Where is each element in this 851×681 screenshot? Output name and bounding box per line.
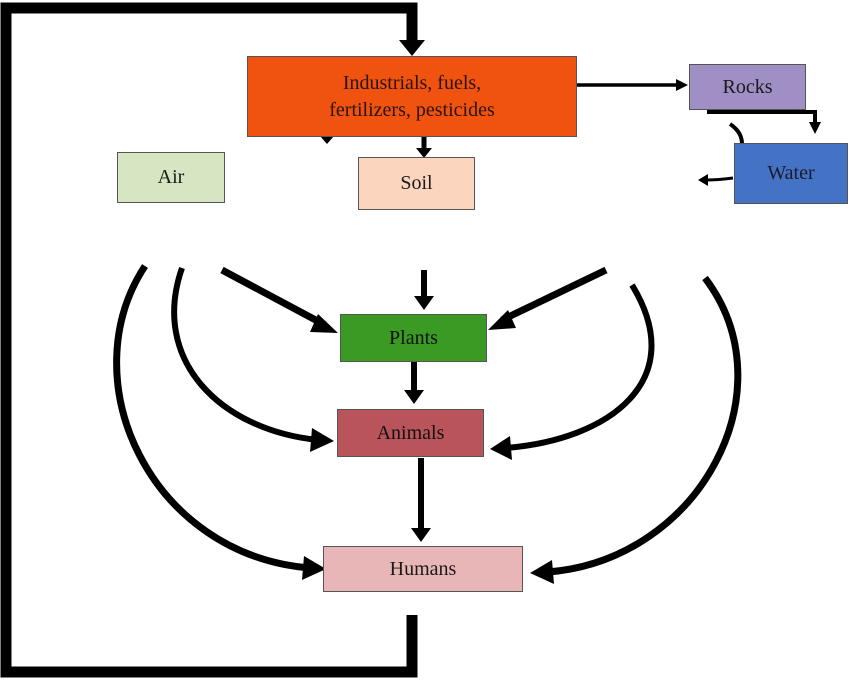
feedback-loop-line [0, 2, 418, 678]
node-plants: Plants [340, 314, 487, 362]
arrowhead-rocks-water [809, 122, 821, 134]
node-animals-label: Animals [376, 421, 445, 444]
tick-mark-industrials [320, 136, 334, 144]
node-air-label: Air [157, 166, 185, 188]
arrow-rocks-water [707, 110, 817, 124]
node-rocks-label: Rocks [722, 75, 773, 98]
arrow-water-curve-top [728, 122, 744, 145]
arrowhead-water-plants [488, 310, 516, 330]
arrowhead-industrials-soil [416, 148, 432, 158]
arrow-water-animals [504, 283, 655, 451]
node-air: Air [117, 152, 225, 203]
node-soil: Soil [358, 157, 475, 210]
arrowhead-water-humans [530, 560, 554, 584]
arrowhead-water-out [698, 174, 708, 186]
node-soil-label: Soil [400, 172, 433, 194]
arrowhead-water-animals [490, 436, 512, 460]
arrowhead-air-humans [302, 556, 326, 580]
node-industrials-label: Industrials, fuels, fertilizers, pestici… [329, 71, 495, 121]
arrow-water-plants [500, 266, 608, 324]
node-water-label: Water [767, 162, 815, 184]
node-industrials: Industrials, fuels, fertilizers, pestici… [247, 56, 577, 137]
arrowhead-air-animals [310, 428, 334, 452]
node-plants-label: Plants [389, 326, 438, 349]
arrowhead-plants-animals [404, 390, 424, 404]
arrow-air-animals [171, 267, 319, 443]
arrow-water-humans [547, 275, 742, 576]
feedback-loop-arrowhead [399, 40, 425, 56]
arrow-water-out [705, 176, 734, 182]
node-humans-label: Humans [389, 557, 457, 580]
arrowhead-animals-humans [411, 528, 431, 542]
node-rocks: Rocks [689, 64, 806, 110]
arrowhead-air-plants [310, 314, 338, 333]
arrowhead-industrials-rocks [676, 79, 688, 91]
arrow-air-plants [220, 266, 327, 329]
arrowhead-soil-plants [414, 296, 434, 310]
node-animals: Animals [337, 409, 484, 457]
arrow-air-humans [113, 264, 311, 572]
node-water: Water [734, 143, 848, 204]
node-humans: Humans [323, 546, 523, 592]
